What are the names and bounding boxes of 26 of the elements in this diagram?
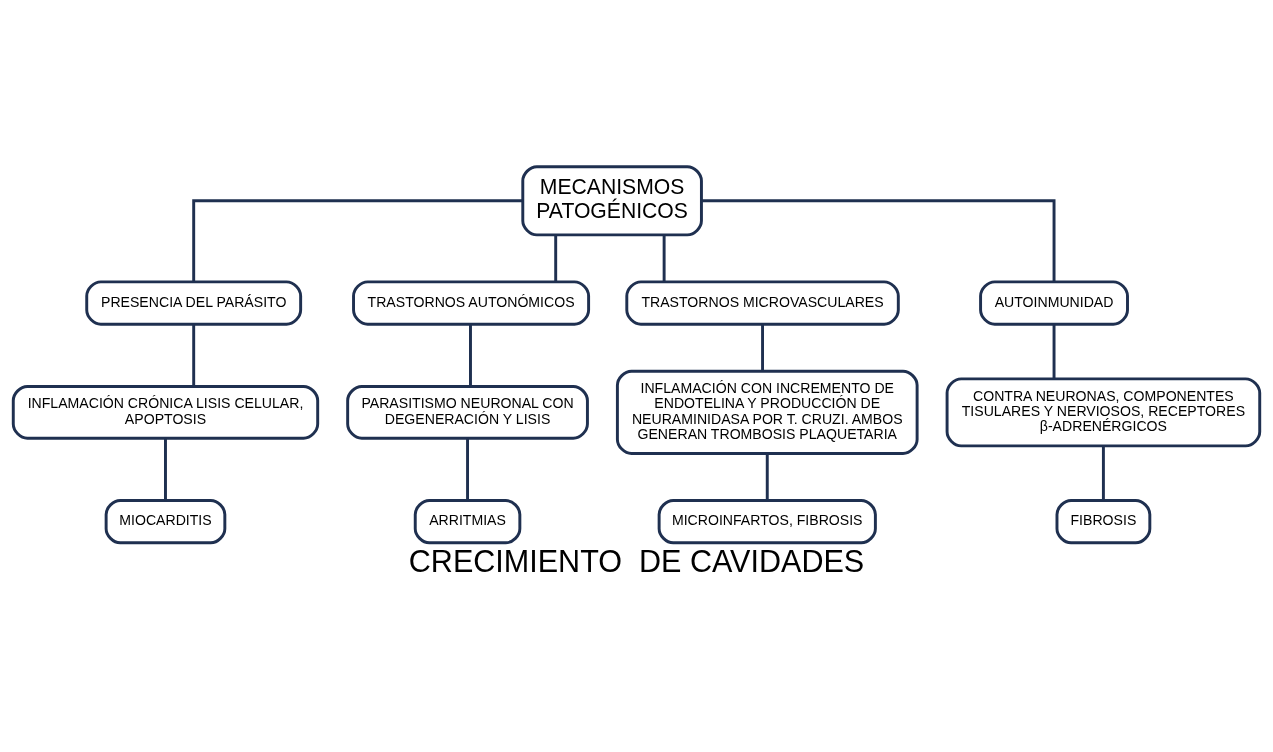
- node-box: AUTOINMUNIDAD: [979, 279, 1129, 326]
- node-box: FIBROSIS: [1055, 498, 1152, 544]
- connector: [701, 198, 1056, 282]
- node-box: PRESENCIA DEL PARÁSITO: [85, 279, 303, 326]
- node-box: MIOCARDITIS: [104, 498, 227, 544]
- connector: [765, 453, 769, 500]
- node-box: ARRITMIAS: [413, 498, 522, 544]
- node-box: MECANISMOS PATOGÉNICOS: [521, 164, 703, 236]
- connector: [1052, 324, 1056, 379]
- connector: [466, 437, 469, 500]
- connector: [192, 324, 196, 386]
- node-box: PARASITISMO NEURONAL CON DEGENERACIÓN Y LISIS: [346, 384, 589, 440]
- connector: [164, 437, 167, 500]
- connector: [761, 324, 765, 371]
- node-box: MICROINFARTOS, FIBROSIS: [657, 498, 877, 544]
- connector: [192, 198, 523, 282]
- connector: [554, 234, 558, 282]
- node-box: CONTRA NEURONAS, COMPONENTES TISULARES Y NERVIOSOS, RECEPTORES β-ADRENÉRGICOS: [945, 376, 1262, 447]
- node-box: INFLAMACIÓN CON INCREMENTO DE ENDOTELINA Y PRODUCCIÓN DE NEURAMINIDASA POR T. CRUZI. AMBOS GENERAN TROMBOSIS PLAQUETARIA: [615, 369, 919, 455]
- node-box: TRASTORNOS MICROVASCULARES: [625, 279, 900, 326]
- node-box: TRASTORNOS AUTONÓMICOS: [352, 279, 591, 326]
- connector: [662, 234, 666, 282]
- caption: CRECIMIENTO DE CAVIDADES: [408, 543, 865, 578]
- node-box: INFLAMACIÓN CRÓNICA LISIS CELULAR, APOPTOSIS: [11, 384, 320, 440]
- connector: [1101, 445, 1105, 500]
- connector: [469, 324, 472, 386]
